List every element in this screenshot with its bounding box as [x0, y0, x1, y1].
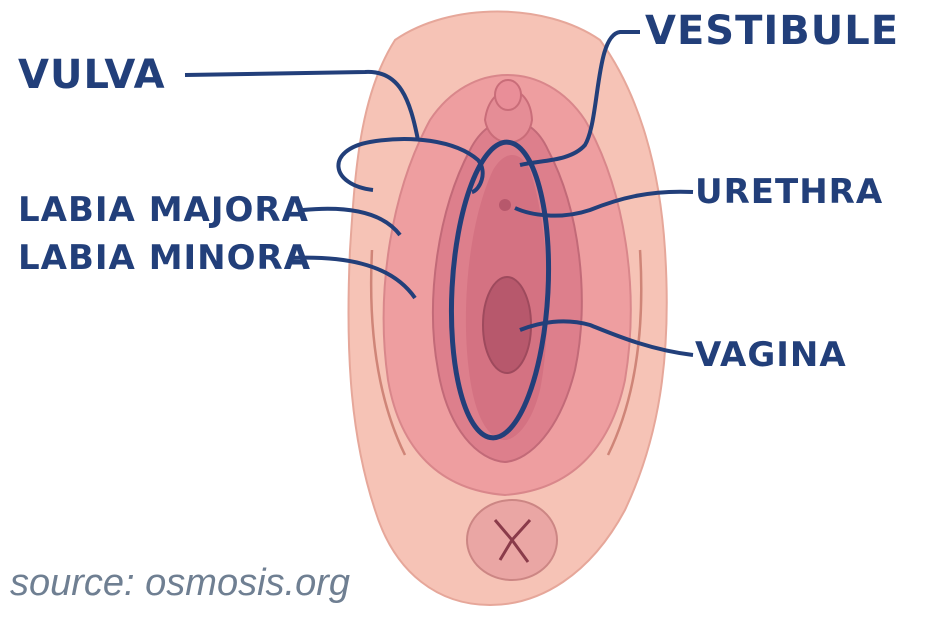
label-vagina: VAGINA: [695, 335, 847, 375]
leader-line-vagina: [519, 319, 694, 357]
clitoris-shape: [494, 79, 522, 111]
leader-line-vestibule: [519, 30, 640, 167]
vulva-bracket: [336, 137, 485, 194]
label-vestibule: VESTIBULE: [645, 8, 900, 54]
vestibule-outline: [448, 139, 552, 441]
label-urethra: URETHRA: [695, 172, 884, 212]
label-labia-minora: LABIA MINORA: [18, 238, 312, 278]
label-vulva: VULVA: [18, 52, 166, 98]
label-labia-majora: LABIA MAJORA: [18, 190, 309, 230]
leader-line-labia-minora: [289, 255, 417, 300]
skin-fold-line-left: [369, 249, 407, 456]
anus-folds: [493, 518, 532, 563]
leader-line-labia-majora: [302, 206, 402, 237]
leader-line-vulva: [184, 69, 420, 141]
leader-line-urethra: [514, 189, 694, 218]
skin-fold-line-right: [606, 249, 643, 456]
source-caption: source: osmosis.org: [10, 562, 351, 604]
urethral-opening: [499, 199, 511, 211]
vaginal-opening: [482, 276, 532, 374]
